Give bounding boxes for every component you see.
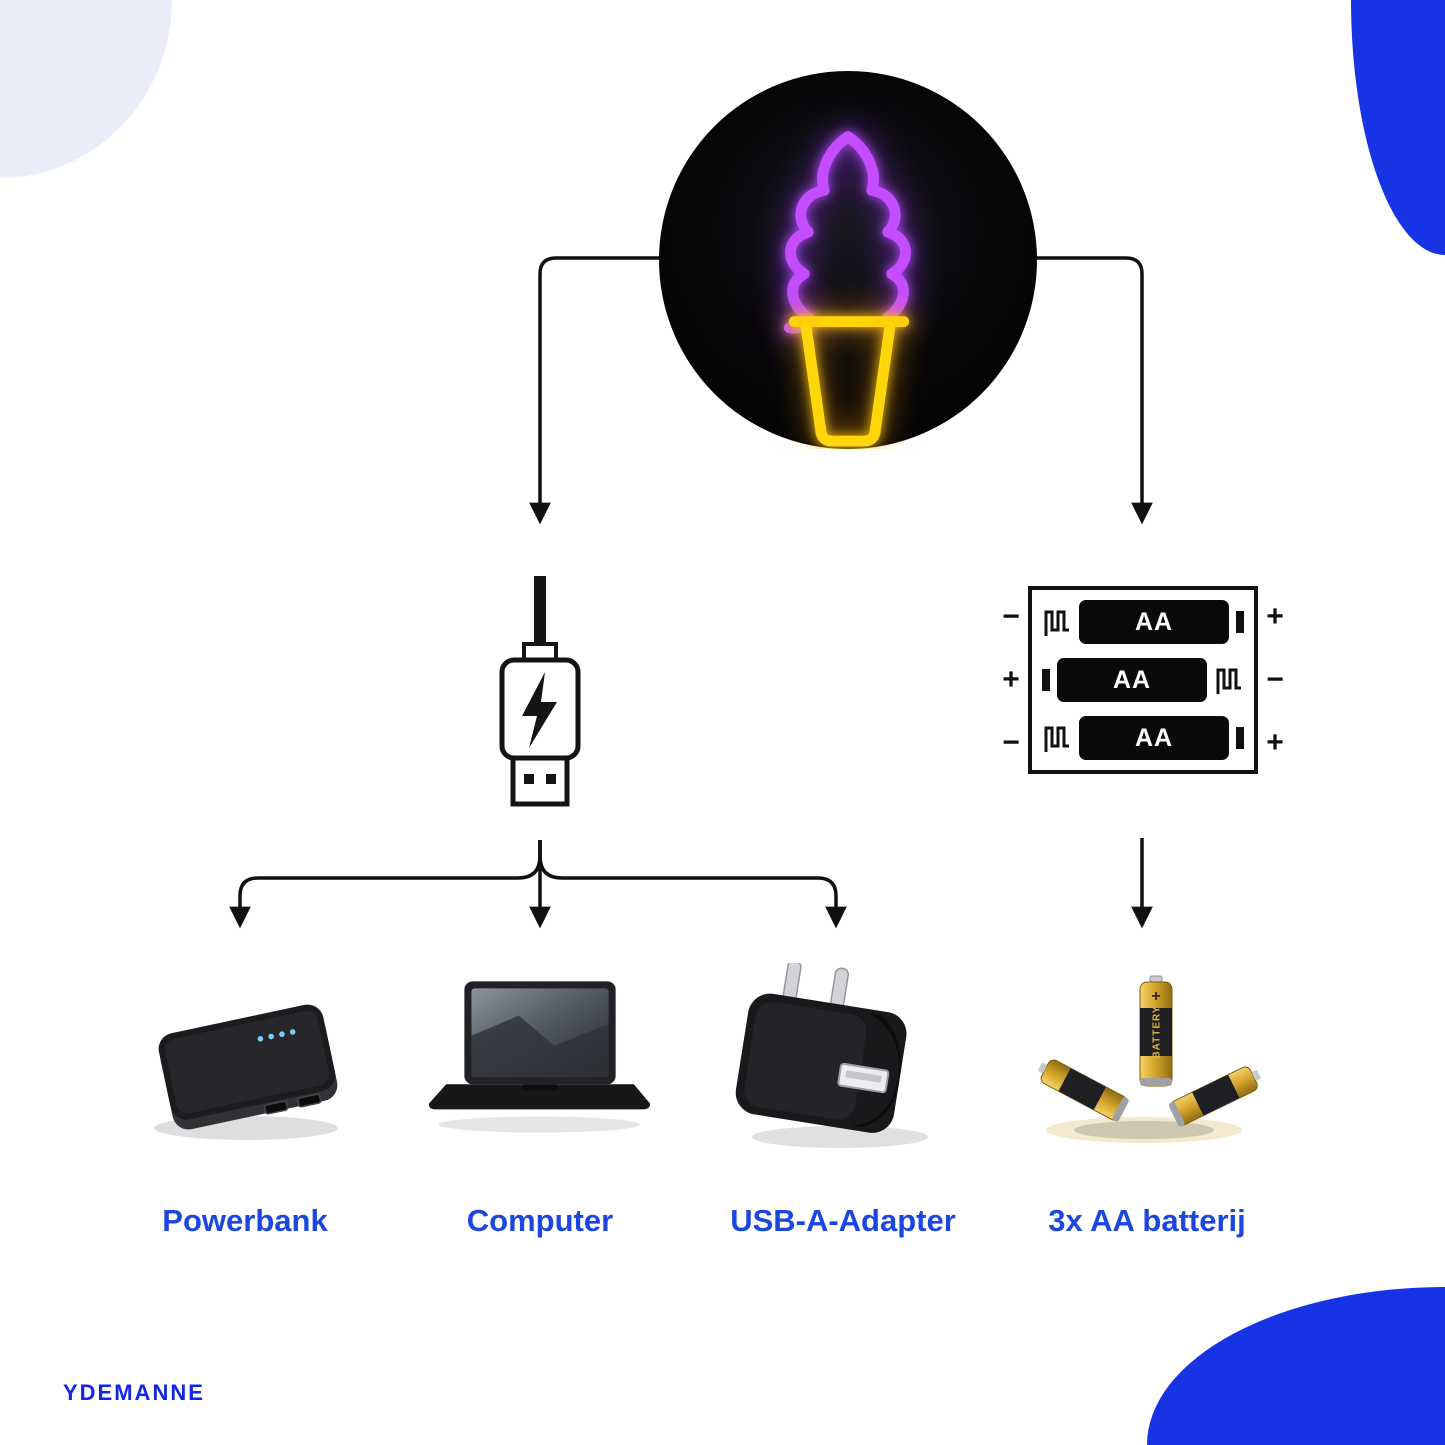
usb-adapter-image: [722, 963, 957, 1155]
aa-batteries-image: + BATTERY: [1026, 956, 1266, 1154]
terminal-sign: +: [1266, 725, 1284, 759]
label-computer: Computer: [466, 1203, 614, 1238]
neon-ice-cream-sign-photo: [659, 71, 1037, 449]
ice-cream-swirl-neon: [783, 131, 911, 334]
battery-spring-icon: [1044, 726, 1069, 752]
terminal-sign: −: [1266, 662, 1284, 696]
battery-contact: [1236, 611, 1244, 633]
terminal-sign: +: [1002, 662, 1020, 696]
battery-terminal-signs-left: − + −: [998, 586, 1024, 774]
battery-frame: AA AA AA: [1028, 586, 1258, 774]
battery-cell: AA: [1079, 600, 1229, 644]
battery-slot: AA: [1042, 714, 1244, 762]
label-usb-a-adapter: USB-A-Adapter: [730, 1203, 956, 1238]
powerbank-image: [148, 972, 348, 1150]
battery-slot: AA: [1042, 656, 1244, 704]
battery-brand-text: BATTERY: [1152, 1005, 1163, 1058]
usb-cable-icon: [475, 576, 605, 826]
corner-accent-top-left: [0, 0, 172, 178]
battery-slot: AA: [1042, 598, 1244, 646]
battery-compartment-icon: − + − AA AA AA + − +: [998, 586, 1288, 774]
lightning-bolt-icon: [522, 672, 557, 748]
battery-terminal-signs-right: + − +: [1262, 586, 1288, 774]
battery-spring-icon: [1044, 610, 1069, 636]
ice-cream-cone-neon: [788, 316, 910, 447]
laptop-image: [418, 975, 660, 1147]
label-powerbank: Powerbank: [162, 1203, 328, 1238]
battery-contact: [1042, 669, 1050, 691]
terminal-sign: +: [1266, 600, 1284, 634]
corner-accent-top-right: [1351, 0, 1445, 255]
battery-contact: [1236, 727, 1244, 749]
battery-plus-mark: +: [1151, 988, 1160, 1005]
terminal-sign: −: [1002, 600, 1020, 634]
terminal-sign: −: [1002, 725, 1020, 759]
brand-logo: YDEMANNE: [63, 1380, 205, 1405]
label-3x-aa-batterij: 3x AA batterij: [1048, 1203, 1246, 1238]
battery-spring-icon: [1216, 668, 1241, 694]
corner-accent-bottom-right: [1147, 1287, 1445, 1445]
battery-cell: AA: [1079, 716, 1229, 760]
battery-cell: AA: [1057, 658, 1207, 702]
